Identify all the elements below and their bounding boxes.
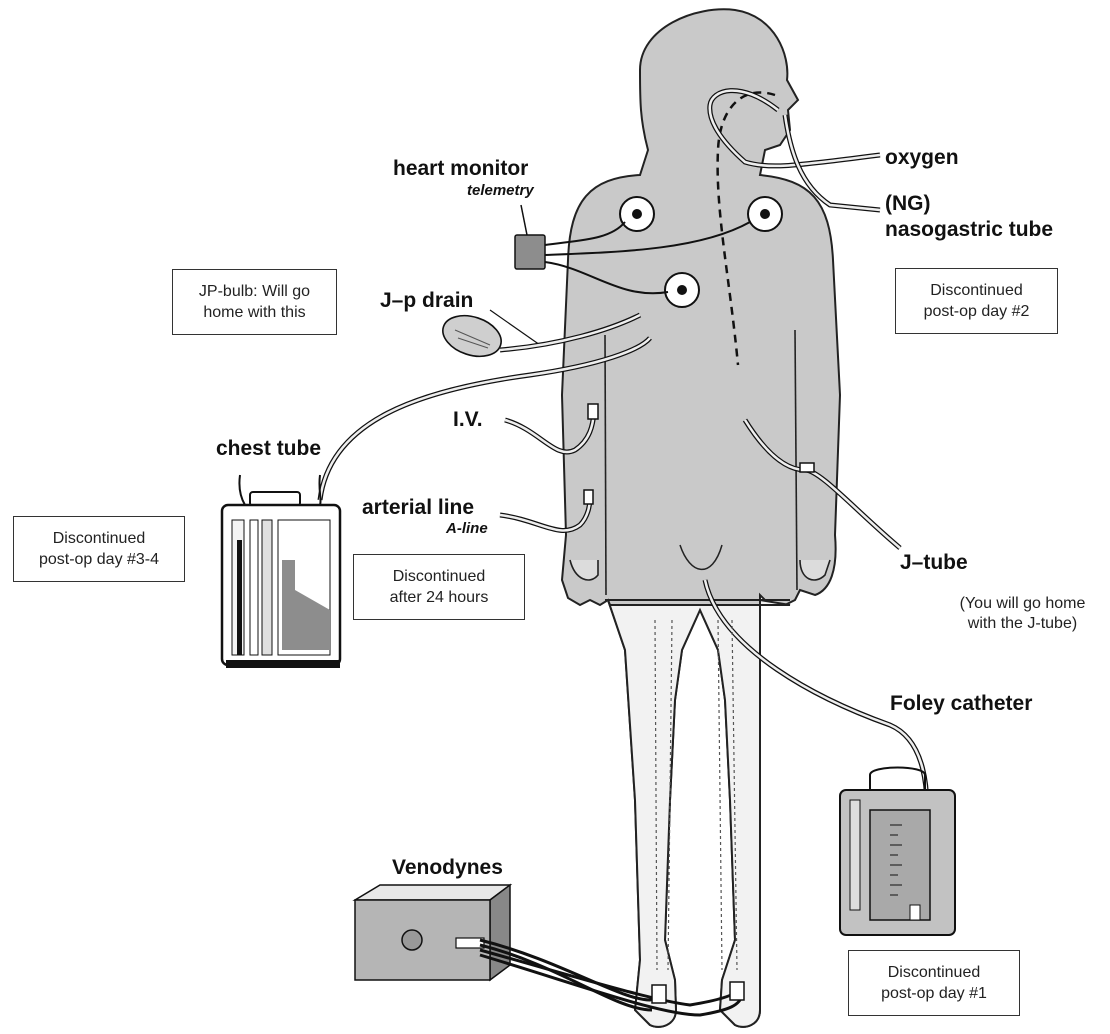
venodynes-unit: [355, 885, 510, 980]
ng-tube-label-line2: nasogastric tube: [885, 218, 1053, 242]
j-tube-label: J–tube: [900, 551, 968, 575]
jp-bulb-note-box: JP-bulb: Will go home with this: [172, 269, 337, 335]
chest-tube-drainage-unit: [222, 475, 340, 668]
electrode-2: [748, 197, 782, 231]
electrode-3: [665, 273, 699, 307]
aline-discontinued-text: Discontinued after 24 hours: [390, 566, 489, 608]
ng-discontinued-text: Discontinued post-op day #2: [924, 280, 1030, 322]
jp-bulb-note-text: JP-bulb: Will go home with this: [199, 281, 310, 323]
aline-discontinued-box: Discontinued after 24 hours: [353, 554, 525, 620]
jp-bulb: [438, 309, 507, 364]
heart-monitor-label: heart monitor: [393, 157, 528, 181]
foley-bag: [840, 768, 955, 936]
venodynes-label: Venodynes: [392, 856, 503, 880]
j-tube-note: (You will go home with the J-tube): [935, 594, 1110, 634]
oxygen-label: oxygen: [885, 146, 959, 170]
electrode-1: [620, 197, 654, 231]
ng-tube-label-line1: (NG): [885, 192, 931, 216]
telemetry-box: [515, 235, 545, 269]
foley-catheter-label: Foley catheter: [890, 692, 1032, 716]
heart-monitor-sublabel: telemetry: [467, 182, 534, 200]
patient-legs: [608, 600, 790, 1027]
jp-drain-label: J–p drain: [380, 289, 473, 313]
arterial-line-sublabel: A-line: [446, 520, 488, 538]
chest-discontinued-box: Discontinued post-op day #3-4: [13, 516, 185, 582]
iv-label: I.V.: [453, 408, 483, 432]
arterial-line-label: arterial line: [362, 496, 474, 520]
chest-tube-label: chest tube: [216, 437, 321, 461]
chest-discontinued-text: Discontinued post-op day #3-4: [39, 528, 159, 570]
ng-discontinued-box: Discontinued post-op day #2: [895, 268, 1058, 334]
foley-discontinued-text: Discontinued post-op day #1: [881, 962, 987, 1004]
foley-discontinued-box: Discontinued post-op day #1: [848, 950, 1020, 1016]
